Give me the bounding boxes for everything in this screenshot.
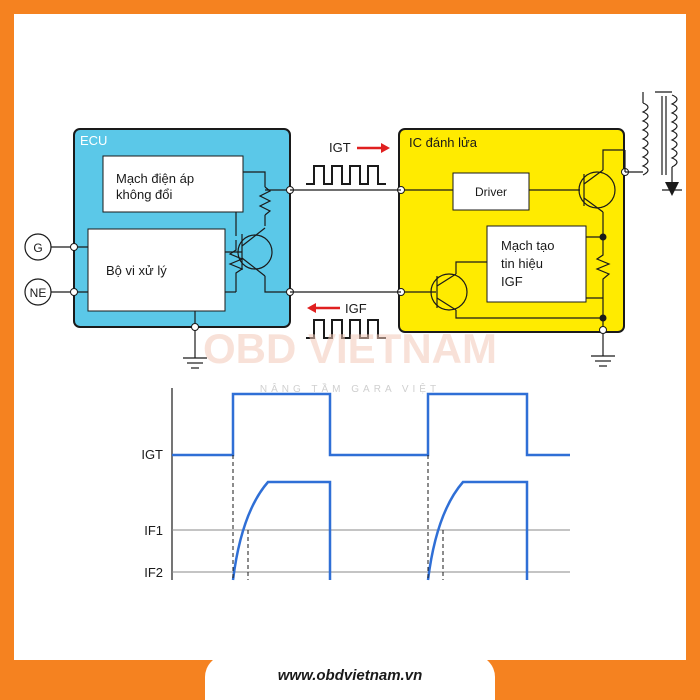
timing-label-if2: IF2 [144, 565, 163, 580]
ic-output-transistor [578, 171, 616, 209]
microprocessor-box [87, 228, 226, 312]
ecu-wiring [183, 171, 290, 369]
watermark-tagline: NÂNG TẦM GARA VIỆT [260, 382, 440, 395]
input-g-label: G [33, 241, 42, 255]
igf-circuit-label-1: Mạch tạo [501, 238, 554, 253]
driver-label: Driver [475, 185, 507, 199]
if-trace-1 [231, 480, 332, 581]
ic-wiring [401, 149, 625, 367]
igf-circuit-box [486, 225, 587, 303]
const-voltage-label-1: Mạch điện áp [116, 171, 194, 186]
ic-igf-transistor [430, 273, 468, 311]
timing-label-igt: IGT [141, 447, 163, 462]
signal-wires [290, 189, 401, 293]
ecu-transistor [237, 234, 273, 270]
const-voltage-label-2: không đổi [116, 187, 172, 202]
igt-trace [172, 392, 570, 457]
watermark-brand: OBD VIETNAM [203, 325, 497, 372]
microprocessor-label: Bộ vi xử lý [106, 263, 167, 278]
igf-circuit-label-3: IGF [501, 274, 523, 289]
igf-pulse-icon [306, 319, 386, 339]
if-trace-2 [426, 480, 529, 581]
driver-box [452, 172, 530, 211]
spark-arrow-icon [665, 182, 679, 196]
igf-signal-label: IGF [345, 301, 367, 316]
timing-diagram: IGT IF1 IF2 [141, 388, 570, 581]
timing-label-if1: IF1 [144, 523, 163, 538]
igt-pulse-icon [306, 165, 386, 185]
input-ne-label: NE [30, 286, 47, 300]
igt-arrow-icon [357, 143, 390, 153]
footer-tab [205, 655, 495, 700]
footer-url[interactable]: www.obdvietnam.vn [277, 667, 423, 684]
ignition-coil [624, 91, 682, 191]
igf-arrow-icon [307, 303, 340, 313]
const-voltage-box [102, 155, 244, 213]
ic-title: IC đánh lửa [409, 135, 478, 150]
ecu-title: ECU [80, 133, 107, 148]
igf-circuit-label-2: tin hiệu [501, 256, 543, 271]
igt-signal-label: IGT [329, 140, 351, 155]
